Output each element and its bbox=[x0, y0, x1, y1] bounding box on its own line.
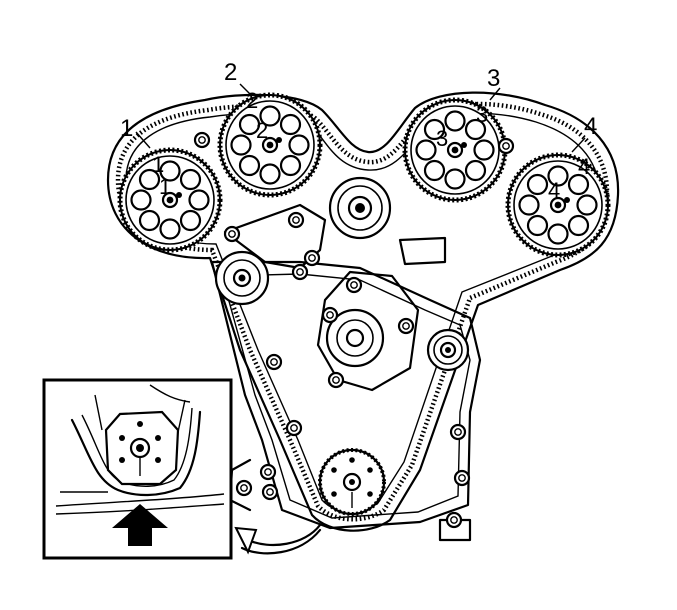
hub-mark-1: 1 bbox=[159, 174, 171, 199]
inner-mark-3: 3 bbox=[476, 102, 488, 127]
outer-timing-marks: 1 2 3 4 bbox=[120, 59, 597, 153]
hub-timing-marks: 1 2 3 4 bbox=[159, 118, 560, 203]
inner-mark-1: 1 bbox=[152, 152, 164, 177]
outer-mark-1: 1 bbox=[120, 115, 133, 142]
crankshaft-sprocket bbox=[318, 448, 386, 516]
hub-mark-2: 2 bbox=[256, 118, 268, 143]
camshaft-sprocket-4 bbox=[508, 155, 608, 255]
camshaft-sprocket-3 bbox=[405, 100, 505, 200]
water-pump bbox=[316, 270, 420, 392]
up-arrow-icon bbox=[112, 504, 168, 546]
rotation-arrow-icon bbox=[234, 523, 322, 555]
idler-pulley-right bbox=[426, 328, 470, 372]
idler-pulley-upper bbox=[328, 176, 392, 240]
detail-inset bbox=[42, 378, 233, 560]
tensioner-bracket bbox=[223, 203, 327, 281]
outer-mark-4: 4 bbox=[584, 113, 597, 140]
camshaft-sprocket-2 bbox=[220, 95, 320, 195]
inner-timing-marks: 1 2 3 4 bbox=[152, 88, 590, 179]
camshaft-sprocket-1 bbox=[120, 150, 220, 250]
outer-mark-2: 2 bbox=[224, 59, 237, 86]
outer-mark-3: 3 bbox=[487, 65, 500, 92]
hub-mark-4: 4 bbox=[548, 178, 560, 203]
hub-mark-3: 3 bbox=[436, 126, 448, 151]
inner-mark-4: 4 bbox=[578, 154, 590, 179]
tensioner-pulley bbox=[214, 250, 270, 306]
inner-mark-2: 2 bbox=[246, 88, 258, 113]
